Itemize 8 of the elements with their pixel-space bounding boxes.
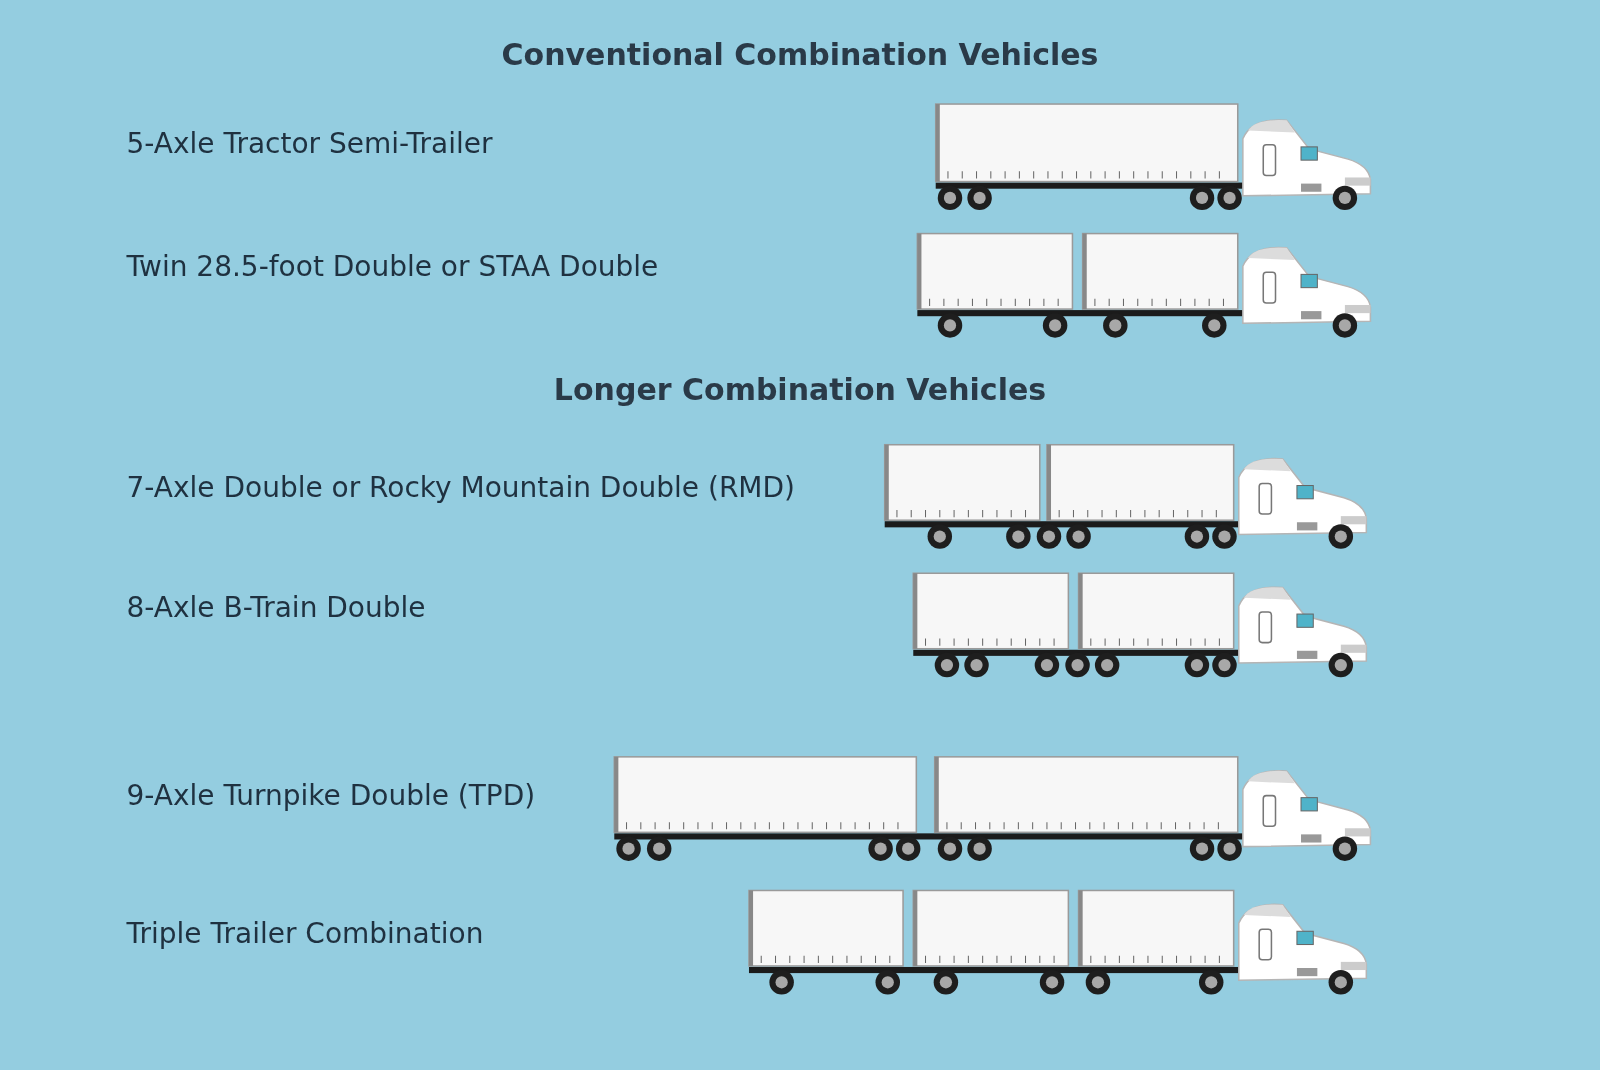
- section-heading: Conventional Combination Vehicles: [501, 36, 1099, 72]
- vehicle-label: Triple Trailer Combination: [126, 917, 484, 951]
- vehicle-label: Twin 28.5-foot Double or STAA Double: [126, 250, 659, 283]
- section-heading: Longer Combination Vehicles: [553, 372, 1047, 408]
- vehicle-label: 7-Axle Double or Rocky Mountain Double (RMD): [126, 471, 795, 505]
- vehicle-label: 5-Axle Tractor Semi-Trailer: [126, 126, 493, 160]
- vehicle-label: 9-Axle Turnpike Double (TPD): [126, 778, 536, 812]
- vehicle-label: 8-Axle B-Train Double: [126, 590, 426, 624]
